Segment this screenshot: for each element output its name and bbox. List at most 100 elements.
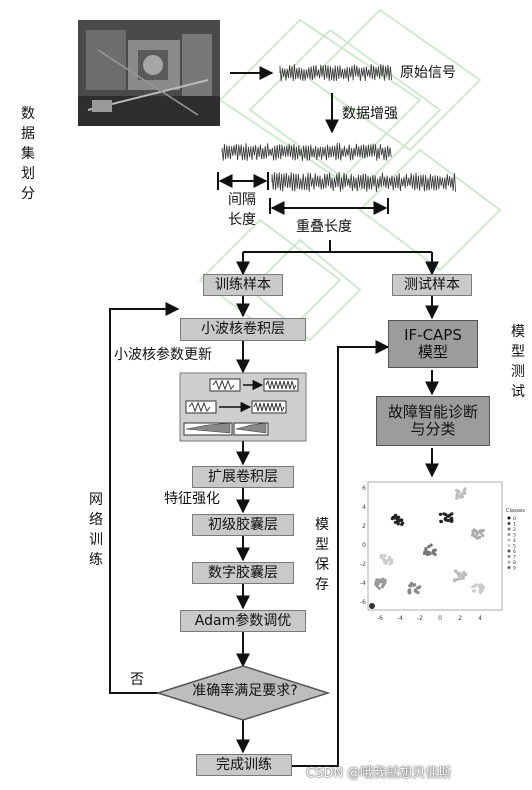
scatter-point <box>396 522 400 526</box>
scatter-point <box>382 558 386 562</box>
scatter-point <box>462 488 466 492</box>
scatter-point <box>387 558 391 562</box>
scatter-point <box>384 561 388 565</box>
legend-item: 3 <box>513 533 516 539</box>
x-tick-label: -6 <box>377 615 383 622</box>
extended-conv-layer-box: 扩展卷积层 <box>192 466 294 488</box>
accuracy-decision-diamond <box>155 665 331 721</box>
scatter-point <box>433 548 437 552</box>
scatter-point <box>395 516 399 520</box>
legend-item: 7 <box>513 555 516 561</box>
overlap-length-label: 重叠长度 <box>296 219 352 235</box>
legend-marker <box>507 566 511 569</box>
scatter-point <box>455 488 459 492</box>
y-tick-label: 0 <box>362 542 366 549</box>
scatter-point <box>408 588 412 592</box>
digit-capsule-layer-box: 数字胶囊层 <box>192 562 294 584</box>
scatter-point <box>433 552 437 557</box>
retrain-feedback-arrow <box>109 302 180 694</box>
feature-enhancement-label: 特征强化 <box>164 491 220 507</box>
scatter-point <box>424 551 428 555</box>
augmented-signal-waveform-2 <box>271 171 456 192</box>
x-tick-label: -4 <box>397 615 403 622</box>
fault-diagnosis-box: 故障智能诊断 与分类 <box>376 396 490 446</box>
scatter-point <box>380 585 384 589</box>
x-tick-label: 2 <box>458 615 462 622</box>
y-tick-label: 2 <box>362 523 366 530</box>
scatter-point <box>461 576 465 580</box>
legend-marker <box>507 544 511 547</box>
scatter-point <box>388 555 392 559</box>
scatter-point <box>477 583 481 587</box>
model-saving-label: 模型保存 <box>315 517 329 593</box>
wavelet-conv-layer-box: 小波核卷积层 <box>180 318 306 341</box>
scatter-point <box>388 562 392 566</box>
scatter-point <box>474 530 479 534</box>
scatter-point <box>450 516 454 520</box>
legend-marker <box>507 533 511 536</box>
scatter-point <box>453 569 458 573</box>
legend-marker <box>507 549 511 553</box>
scatter-point <box>417 586 421 590</box>
training-complete-box: 完成训练 <box>196 754 292 776</box>
legend-item: 9 <box>513 566 516 572</box>
legend-item: 6 <box>513 549 516 555</box>
legend-marker <box>507 555 511 558</box>
scatter-point <box>444 516 448 520</box>
scatter-point <box>480 586 484 590</box>
scatter-point <box>376 582 380 586</box>
legend-item: 5 <box>513 544 516 550</box>
scatter-point <box>449 519 453 523</box>
scatter-point <box>431 550 435 554</box>
scatter-point <box>472 528 476 532</box>
scatter-point <box>427 552 431 556</box>
y-tick-label: -6 <box>360 599 366 606</box>
wavelet-kernel-panel <box>179 372 307 442</box>
scatter-point <box>481 533 485 538</box>
y-tick-label: -2 <box>360 561 366 568</box>
legend-item: 8 <box>513 560 516 566</box>
overlap-length-bracket <box>269 198 389 215</box>
legend-item: 4 <box>513 538 516 544</box>
model-testing-label: 模型测试 <box>511 324 525 400</box>
x-tick-label: 0 <box>438 615 442 622</box>
dataset-split-label: 数据集划分 <box>21 106 35 202</box>
model-save-arrow <box>292 340 390 767</box>
scatter-point <box>400 518 404 522</box>
no-label: 否 <box>130 672 144 688</box>
scatter-point <box>455 492 459 496</box>
scatter-point <box>429 543 433 547</box>
scatter-point <box>473 535 477 539</box>
legend-title: Classes <box>506 508 525 514</box>
scatter-point <box>427 545 431 549</box>
scatter-point <box>407 591 411 595</box>
legend-marker <box>507 516 511 520</box>
training-samples-box: 训练样本 <box>203 274 283 296</box>
scatter-point <box>464 572 468 577</box>
scatter-point <box>383 554 387 558</box>
scatter-point <box>448 513 452 517</box>
y-tick-label: 6 <box>362 485 366 492</box>
original-signal-label: 原始信号 <box>400 65 456 81</box>
scatter-point <box>393 520 398 524</box>
adam-tuning-box: Adam参数调优 <box>180 610 306 632</box>
scatter-point <box>369 603 375 609</box>
scatter-point <box>472 584 476 588</box>
scatter-point <box>458 577 462 581</box>
test-rig-photo <box>78 20 220 126</box>
legend-item: 2 <box>513 527 516 533</box>
scatter-point <box>455 577 459 581</box>
y-tick-label: 4 <box>362 504 366 511</box>
augmented-signal-waveform-1 <box>221 142 392 161</box>
legend-marker <box>507 522 511 525</box>
accuracy-check-text: 准确率满足要求? <box>192 683 298 699</box>
split-connector <box>236 240 439 276</box>
scatter-point <box>413 583 417 587</box>
primary-capsule-layer-box: 初级胶囊层 <box>192 514 294 536</box>
scatter-point <box>377 586 381 590</box>
ifcaps-model-box: IF-CAPS 模型 <box>388 320 478 368</box>
scatter-point <box>453 579 457 583</box>
network-training-label: 网络训练 <box>89 492 103 568</box>
scatter-point <box>481 528 485 533</box>
